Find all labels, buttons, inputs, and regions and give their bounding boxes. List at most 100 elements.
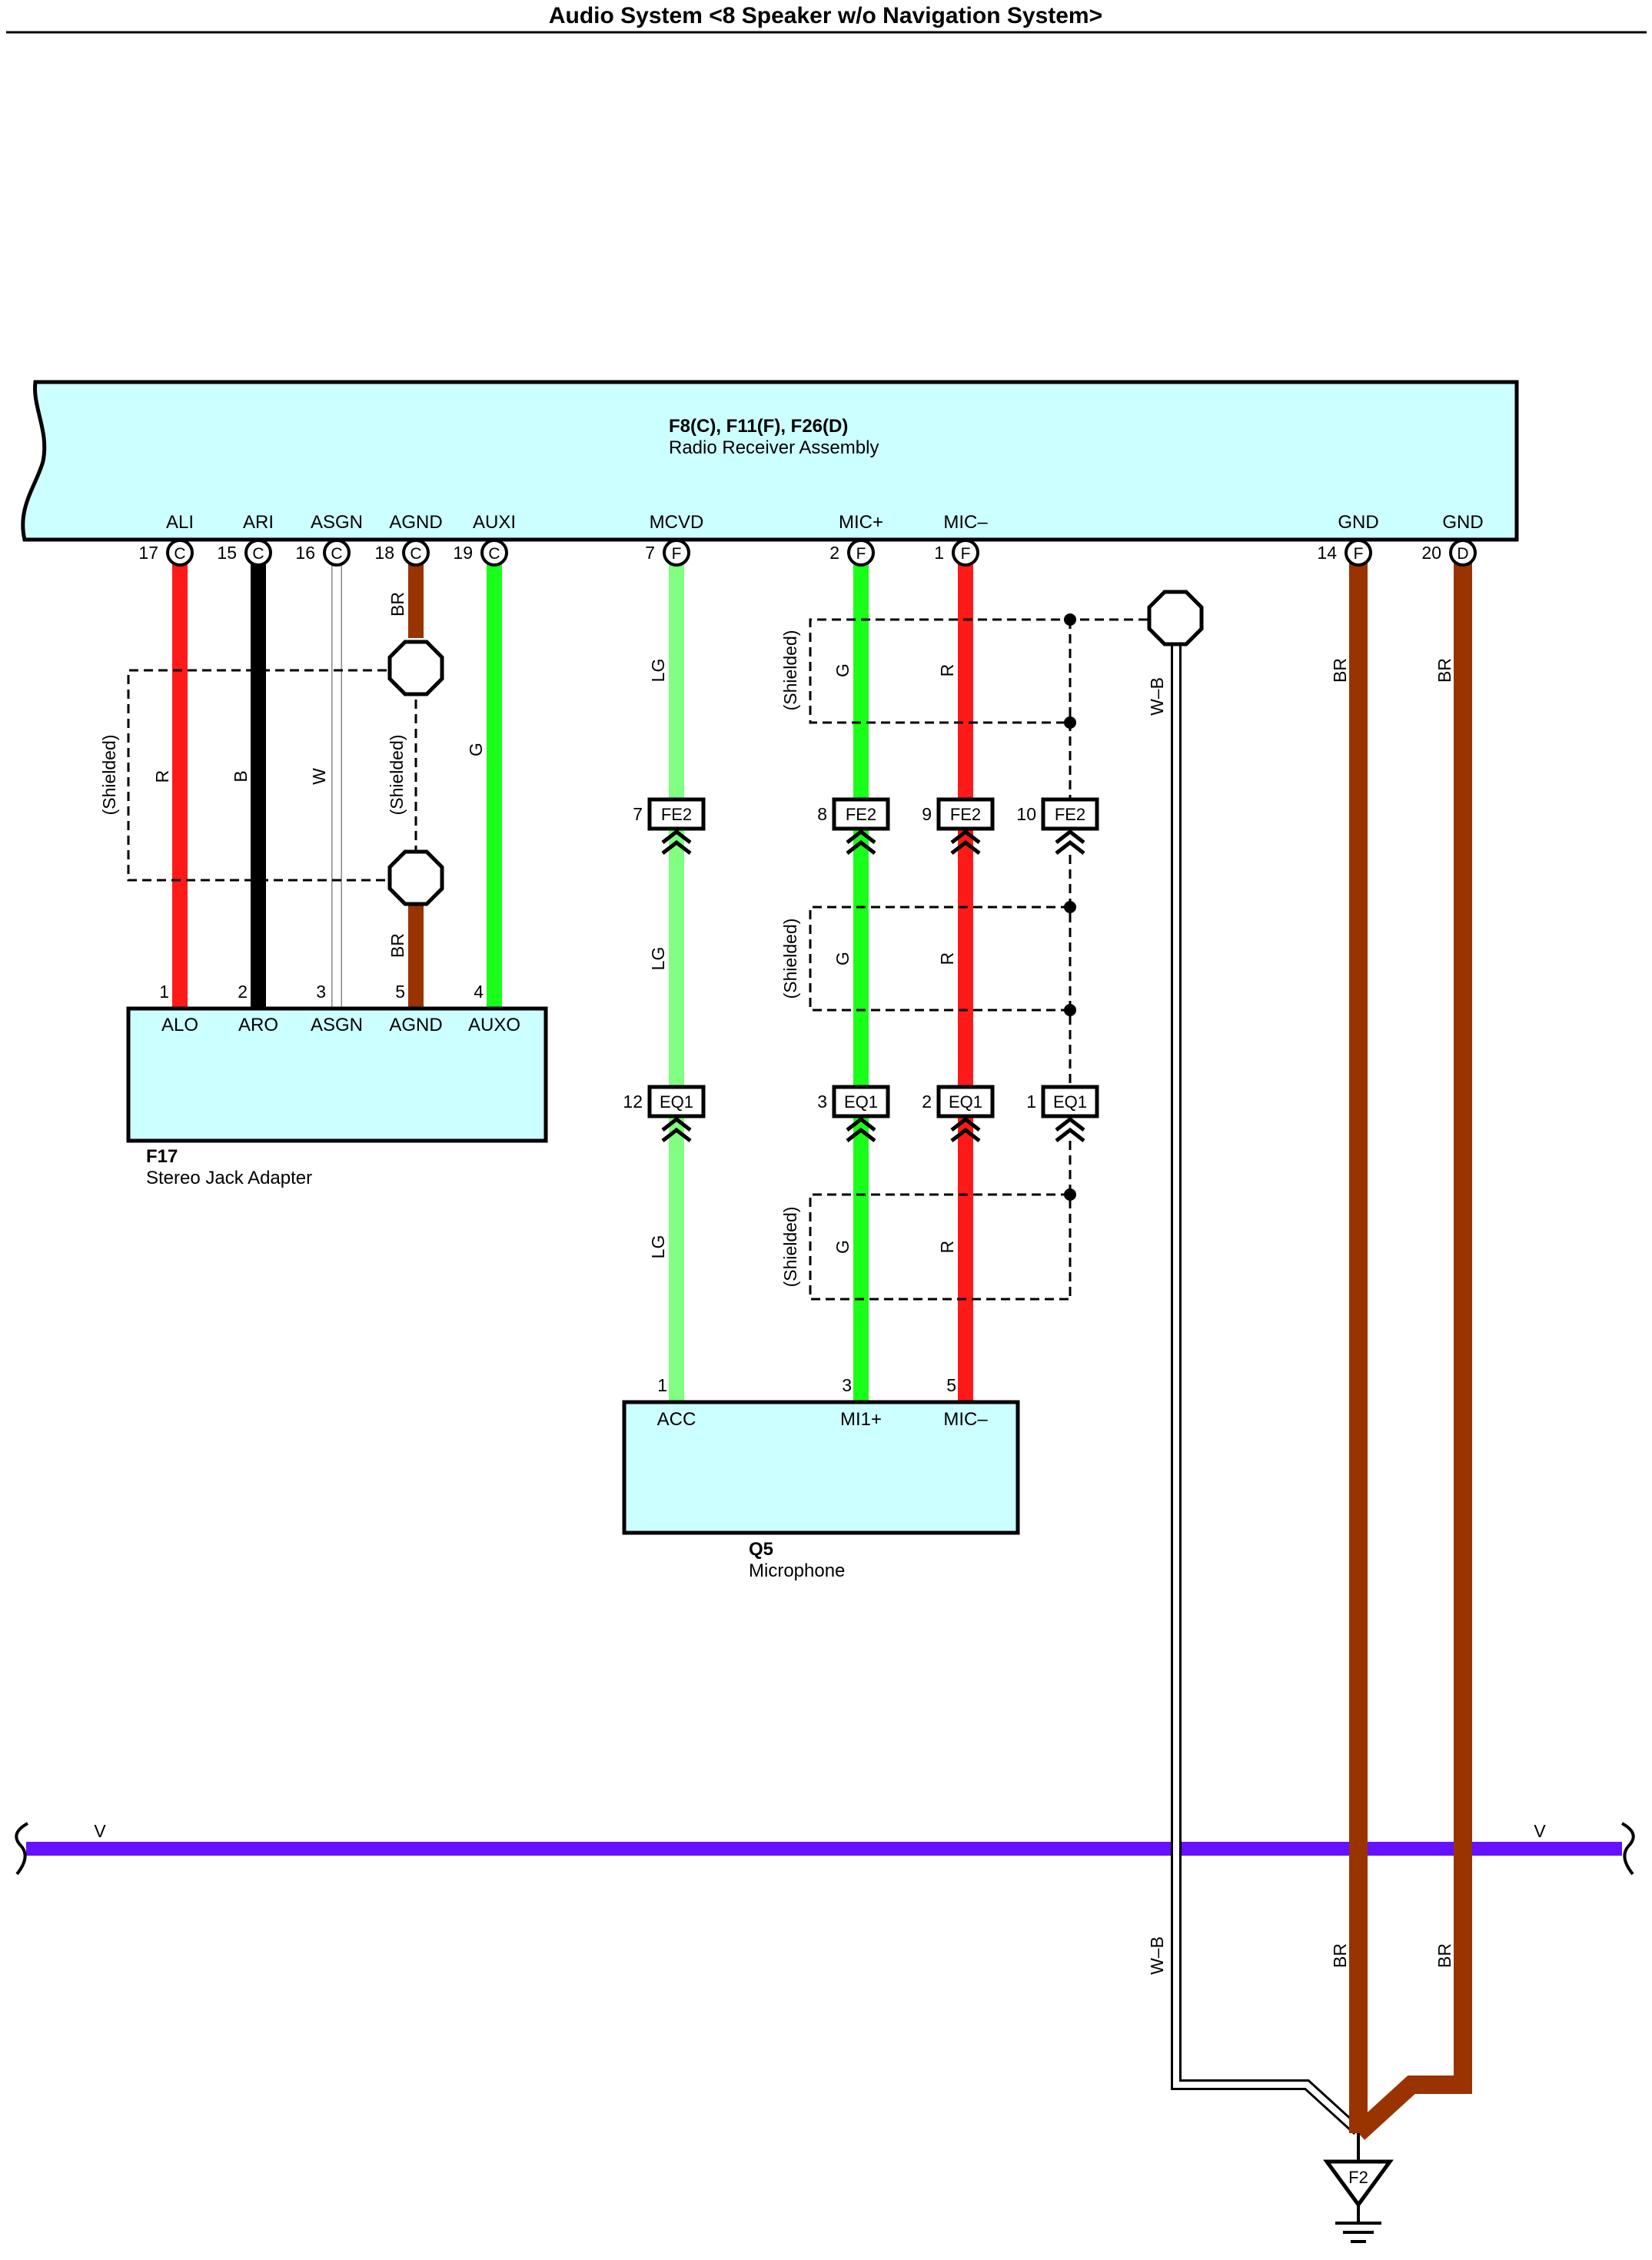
jack-name: Stereo Jack Adapter <box>146 1168 312 1188</box>
shield-label: (Shielded) <box>99 735 119 816</box>
wire-label: BR <box>1434 658 1454 683</box>
wire-label: BR <box>387 933 407 958</box>
mic-pin-name: MIC– <box>943 1409 988 1430</box>
eq1-label: EQ1 <box>949 1092 982 1112</box>
pin-name: MIC+ <box>839 512 883 533</box>
connector-fe2: FE2 7 FE2 8 FE2 9 FE2 10 <box>633 797 1099 831</box>
microphone: Q5 Microphone ACC 1 MI1+ 3 MIC– 5 <box>622 1375 1020 1581</box>
wire-label: R <box>152 770 172 783</box>
connector-eq1: EQ1 12 EQ1 3 EQ1 2 EQ1 1 <box>623 1085 1099 1118</box>
pin-conn: C <box>410 545 421 563</box>
eq1-box <box>936 1085 995 1118</box>
pin-number: 20 <box>1421 543 1441 563</box>
pin-name: MIC– <box>943 512 988 533</box>
pin-number: 17 <box>138 543 158 563</box>
pin-name: GND <box>1442 512 1483 533</box>
wire-label: LG <box>648 1235 668 1259</box>
eq1-pin: 3 <box>817 1092 827 1112</box>
fe2-pin: 9 <box>922 804 932 824</box>
pin-number: 7 <box>645 543 655 563</box>
fe2-box <box>647 797 706 831</box>
wire-label: BR <box>1330 1943 1350 1968</box>
mic-pin-name: ACC <box>657 1409 696 1430</box>
pin-number: 18 <box>374 543 394 563</box>
pin-number: 14 <box>1317 543 1337 563</box>
radio-name: Radio Receiver Assembly <box>669 437 879 458</box>
pin-name: ALI <box>166 512 194 533</box>
splice-mic-shield <box>1147 590 1204 646</box>
splice-agnd-bottom <box>387 849 444 906</box>
pin-conn: D <box>1457 545 1468 563</box>
pin-number: 2 <box>829 543 839 563</box>
eq1-pin: 2 <box>922 1092 932 1112</box>
mic-code: Q5 <box>749 1539 773 1560</box>
pin-number: 15 <box>217 543 237 563</box>
pin-name: GND <box>1338 512 1378 533</box>
wire-label: W <box>309 768 329 785</box>
wire-label: BR <box>1330 658 1350 683</box>
fe2-label: FE2 <box>846 805 876 824</box>
wire-wb <box>1171 646 1361 2135</box>
fe2-label: FE2 <box>1055 805 1085 824</box>
eq1-pin: 12 <box>623 1092 643 1112</box>
jack-pin-num: 1 <box>159 982 169 1002</box>
wire-label: G <box>833 1240 853 1254</box>
jack-pin-name: AGND <box>389 1015 442 1035</box>
fe2-box <box>936 797 995 831</box>
splices <box>387 590 1204 906</box>
pin-circle <box>166 539 194 567</box>
jack-pin-num: 5 <box>395 982 405 1002</box>
fe2-pin: 7 <box>633 804 643 824</box>
jack-pin-name: AUXO <box>468 1015 520 1035</box>
jack-code: F17 <box>146 1146 178 1167</box>
mic-pin-num: 1 <box>657 1375 667 1395</box>
wires <box>26 560 1622 2140</box>
wire-label: LG <box>648 947 668 971</box>
pin-conn: F <box>856 545 866 563</box>
splice-agnd-top <box>387 640 444 696</box>
wire-label: V <box>94 1821 106 1841</box>
shield-label: (Shielded) <box>780 1207 800 1288</box>
pin-circle <box>1449 539 1477 567</box>
shield-label: (Shielded) <box>780 919 800 999</box>
pin-circle <box>244 539 272 567</box>
jack-pin-name: ASGN <box>311 1015 363 1035</box>
wire-label: LG <box>648 659 668 683</box>
connector-chevrons <box>661 829 1085 1142</box>
pin-circle <box>663 539 690 567</box>
shield-mic-3 <box>809 1193 1070 1301</box>
eq1-box <box>647 1085 706 1118</box>
wire-color-labels: R B W BR BR G LG LG LG G G G R R R W–B W… <box>94 592 1546 1975</box>
pin-circle <box>323 539 351 567</box>
pin-name: AUXI <box>473 512 516 533</box>
pin-circle <box>847 539 875 567</box>
wire-label: R <box>937 664 957 677</box>
shield-mic-1 <box>809 618 1162 724</box>
wire-label: BR <box>1434 1943 1454 1968</box>
pin-name: AGND <box>389 512 442 533</box>
eq1-box <box>1041 1085 1099 1118</box>
jack-pin-name: ALO <box>161 1015 198 1035</box>
wire-label: W–B <box>1147 677 1167 716</box>
pin-conn: C <box>488 545 500 563</box>
mic-box <box>622 1400 1020 1535</box>
fe2-label: FE2 <box>661 805 692 824</box>
shield-label: (Shielded) <box>387 735 407 816</box>
pin-name: ASGN <box>311 512 363 533</box>
jack-pin-num: 2 <box>238 982 248 1002</box>
pin-conn: F <box>1354 545 1364 563</box>
wire-label: W–B <box>1147 1936 1167 1975</box>
pin-name: ARI <box>243 512 274 533</box>
pin-circle <box>952 539 979 567</box>
shields <box>127 618 1162 1301</box>
eq1-box <box>832 1085 890 1118</box>
mic-pin-num: 5 <box>946 1375 956 1395</box>
break-left <box>15 1822 29 1876</box>
wire-label: V <box>1534 1821 1546 1841</box>
shield-mic-2 <box>809 906 1070 1012</box>
wire-label: G <box>833 663 853 677</box>
pin-circle <box>402 539 430 567</box>
pin-circle <box>480 539 508 567</box>
fe2-pin: 10 <box>1016 804 1036 824</box>
